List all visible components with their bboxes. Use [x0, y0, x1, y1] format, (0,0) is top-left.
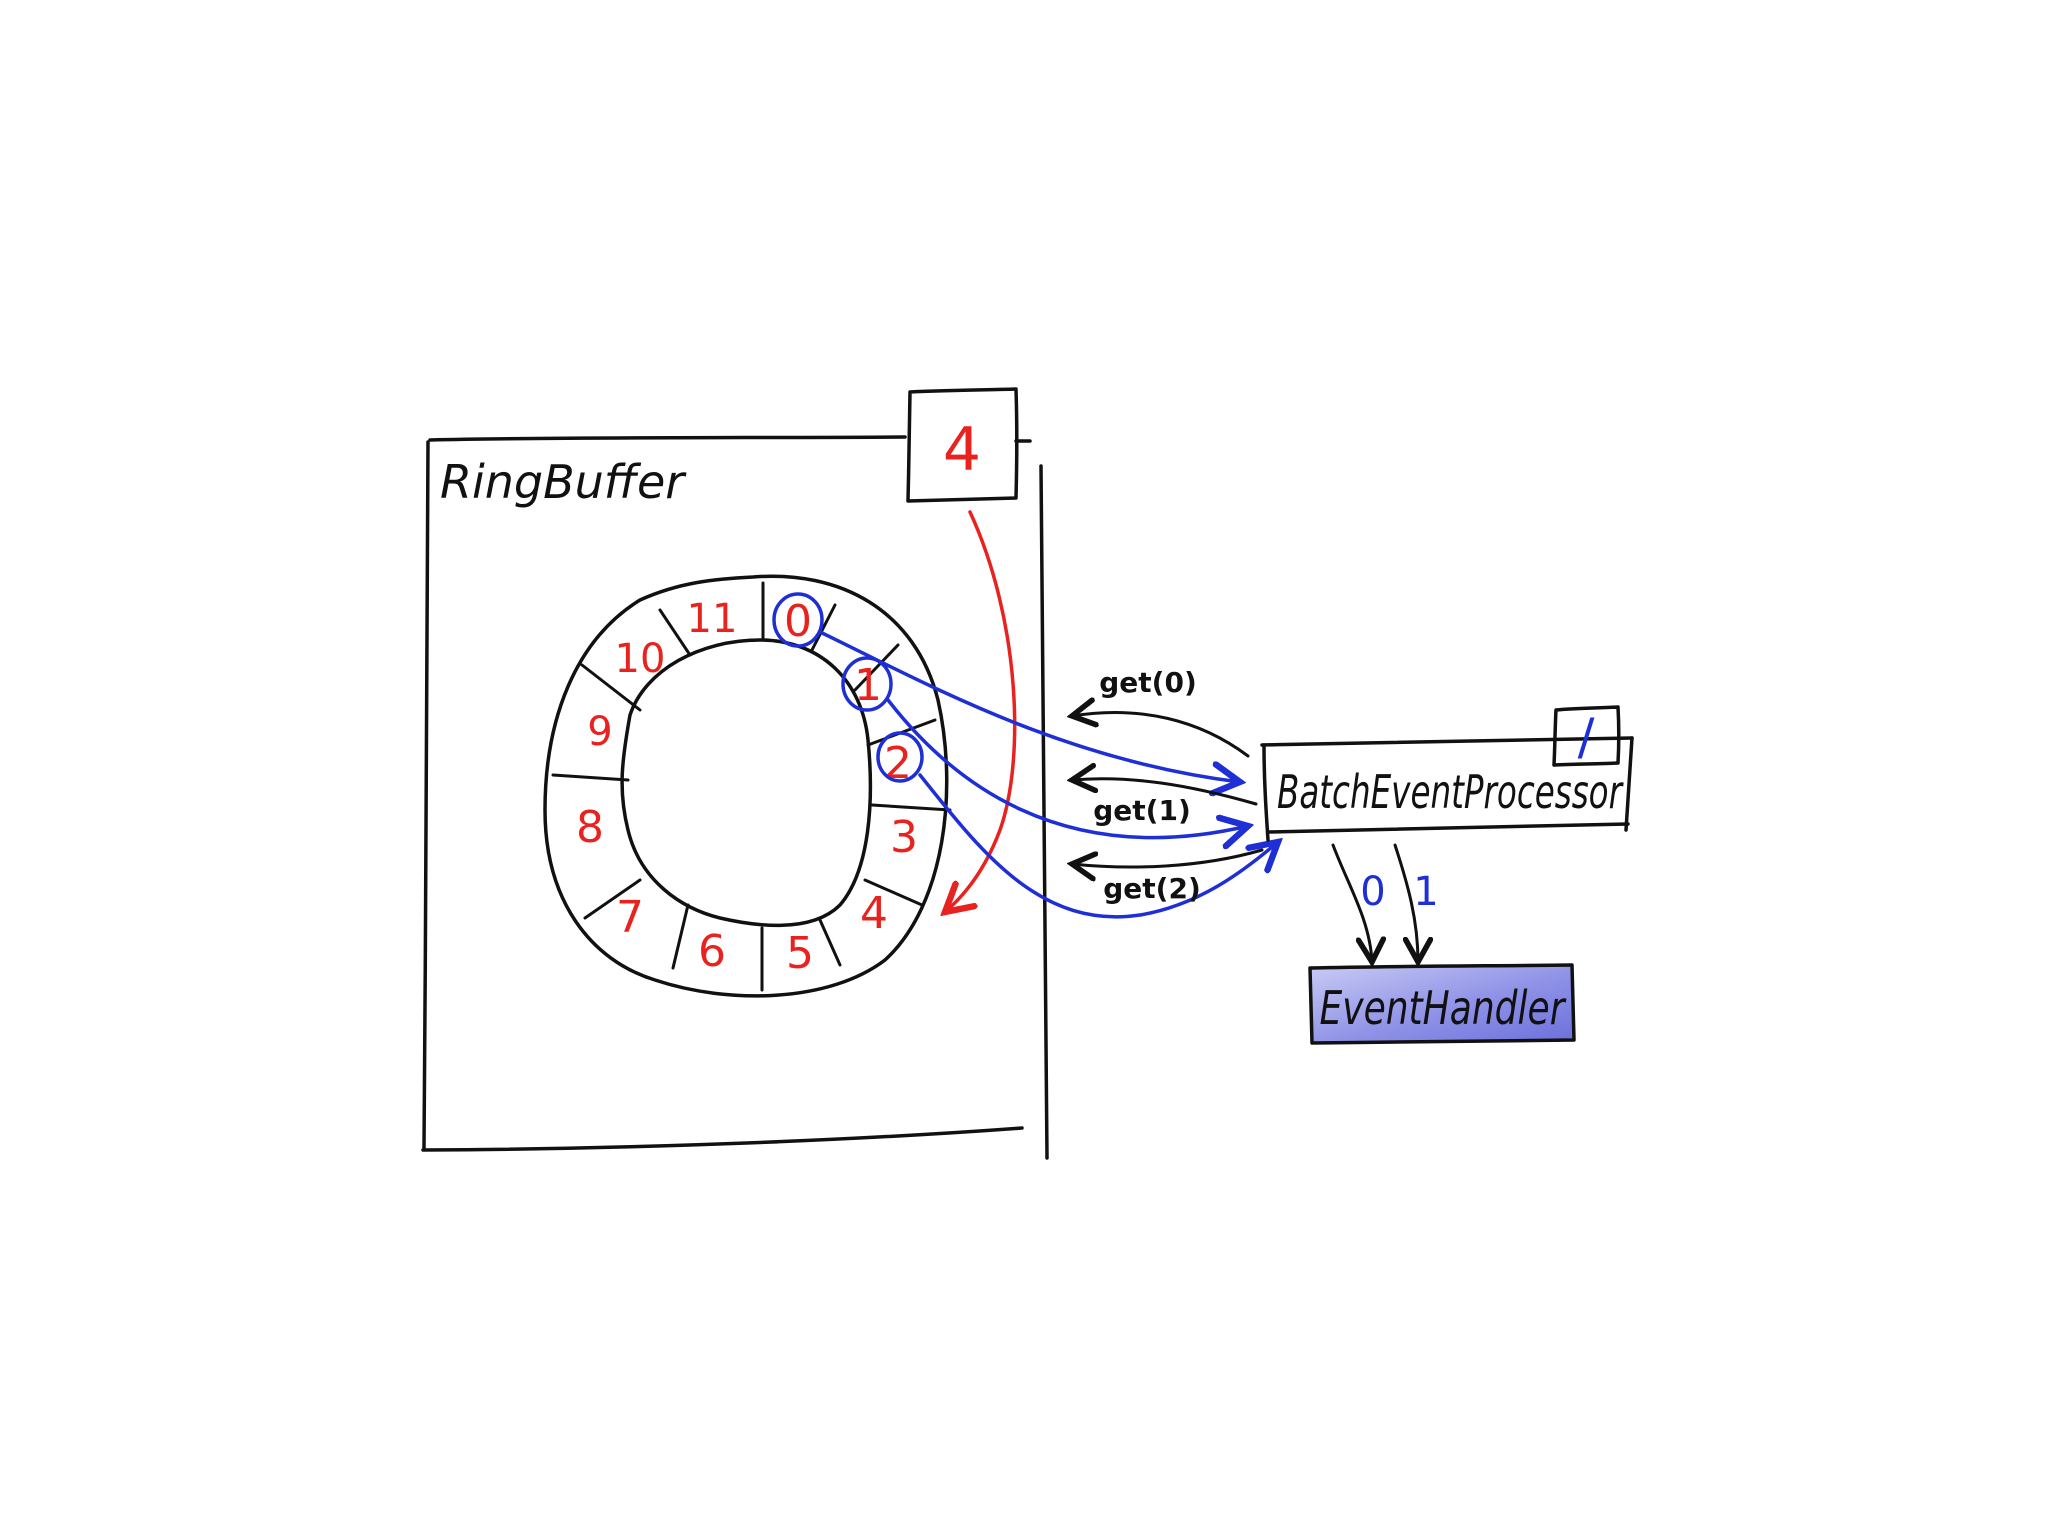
- read-arrows: [818, 630, 1278, 919]
- get-arrow-1: [1072, 779, 1258, 806]
- slot-1: 1: [854, 660, 882, 711]
- get-label-2: get(2): [1103, 872, 1201, 905]
- read-markers: [772, 592, 924, 783]
- read-arrow-2: [918, 773, 1278, 919]
- get-label-1: get(1): [1093, 794, 1191, 827]
- read-arrow-1: [886, 698, 1248, 838]
- slot-1-marker: [841, 656, 893, 712]
- dispatch-arrow-1: [1393, 843, 1418, 962]
- dispatch-label-0: 0: [1360, 869, 1385, 915]
- batch-event-processor: BatchEventProcessor /: [1260, 705, 1634, 842]
- dispatch-label-1: 1: [1413, 869, 1438, 915]
- slot-8: 8: [576, 802, 604, 853]
- processor-label: BatchEventProcessor: [1277, 765, 1624, 819]
- slot-7: 7: [616, 892, 644, 943]
- cursor-arrow: [945, 510, 1017, 912]
- cursor-value: 4: [943, 415, 981, 485]
- ring-buffer-box: RingBuffer: [421, 435, 1049, 1160]
- handler-label: EventHandler: [1320, 981, 1567, 1035]
- get-arrow-0: [1072, 712, 1250, 758]
- slot-0: 0: [784, 596, 812, 647]
- slot-6: 6: [698, 926, 726, 977]
- slot-11: 11: [687, 596, 738, 642]
- slot-2-marker: [876, 731, 924, 783]
- slot-9: 9: [587, 709, 612, 755]
- ring: [543, 574, 952, 998]
- slot-5: 5: [786, 928, 814, 979]
- get-arrow-2: [1072, 848, 1264, 867]
- dispatch-arrow-0: [1331, 843, 1372, 962]
- read-arrow-0: [818, 630, 1240, 782]
- cursor-box: 4: [906, 387, 1019, 503]
- slot-0-marker: [772, 592, 824, 648]
- event-handler: EventHandler: [1308, 963, 1576, 1045]
- ring-buffer-label: RingBuffer: [440, 455, 687, 509]
- dispatch-arrows: 0 1: [1331, 843, 1439, 962]
- processor-sequence-value: /: [1578, 708, 1595, 766]
- slot-10: 10: [615, 636, 666, 682]
- get-label-0: get(0): [1099, 666, 1197, 699]
- slot-4: 4: [860, 888, 888, 939]
- get-calls: get(0) get(1) get(2): [1072, 666, 1264, 905]
- slot-3: 3: [890, 812, 918, 863]
